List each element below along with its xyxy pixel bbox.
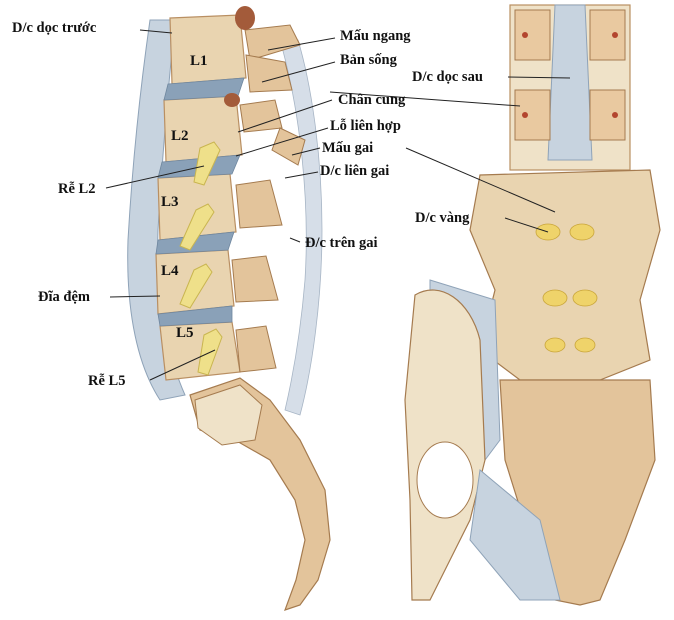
sacrum-cut-surface xyxy=(194,384,263,446)
body-section xyxy=(589,9,626,61)
supraspinous-ligament-band xyxy=(279,39,323,416)
leader-mau-gai-right xyxy=(405,147,556,213)
sacrotuberous-ligament xyxy=(469,469,561,601)
label-chan-cung: Chân cung xyxy=(338,92,406,108)
label-dc-tren-gai: Đ/c trên gai xyxy=(305,235,377,251)
marrow-spot xyxy=(224,93,240,107)
label-dc-vang: D/c vàng xyxy=(415,210,470,226)
level-label-l1: L1 xyxy=(190,53,208,69)
label-dc-doc-sau: D/c dọc sau xyxy=(412,69,483,85)
label-doc-truoc: D/c dọc trước xyxy=(12,20,97,36)
leader-chan-cung xyxy=(237,99,333,133)
leader-dc-lien-gai xyxy=(284,171,319,179)
nerve-root-l2 xyxy=(193,141,221,186)
nerve-root-l3 xyxy=(179,203,215,251)
label-re-l5: Rễ L5 xyxy=(88,373,125,389)
marrow-spot xyxy=(235,6,255,30)
leader-re-l5 xyxy=(149,349,216,381)
label-re-l2: Rễ L2 xyxy=(58,181,95,197)
label-dc-lien-gai: D/c liên gai xyxy=(320,163,389,179)
leader-mau-gai xyxy=(291,147,321,156)
marrow-details xyxy=(224,6,255,107)
marrow-details-right xyxy=(522,32,618,118)
posterior-view xyxy=(404,4,661,606)
posterior-arch-l4 xyxy=(231,255,279,303)
leader-dc-vang xyxy=(504,217,549,233)
level-label-l2: L2 xyxy=(171,128,189,144)
body-section xyxy=(514,89,551,141)
body-section xyxy=(514,9,551,61)
posterior-arch-l3 xyxy=(235,179,283,229)
vertebra-l1-body xyxy=(169,14,247,85)
lamina-l1 xyxy=(245,54,293,93)
body-section xyxy=(589,89,626,141)
leader-lo-lien-hop xyxy=(235,127,329,157)
leader-dia-dem xyxy=(109,295,161,298)
transverse-process-l1 xyxy=(244,24,301,61)
leader-re-l2 xyxy=(105,165,205,189)
leader-mau-ngang xyxy=(267,37,336,51)
disc-l4-l5 xyxy=(157,305,233,327)
anterior-longitudinal-ligament xyxy=(127,19,186,401)
leader-doc-truoc xyxy=(139,29,173,34)
lateral-view xyxy=(127,6,331,611)
posterior-longitudinal-ligament xyxy=(547,4,593,161)
posterior-elements xyxy=(231,24,306,373)
pedicle-l2 xyxy=(239,99,283,133)
label-lo-lien-hop: Lỗ liên hợp xyxy=(330,118,401,134)
leader-dc-doc-sau xyxy=(507,76,571,79)
level-label-l4: L4 xyxy=(161,263,179,279)
posterior-arch-l5 xyxy=(235,325,277,373)
leader-ban-song xyxy=(261,61,336,83)
label-mau-ngang: Mấu ngang xyxy=(340,28,411,44)
label-dia-dem: Đĩa đệm xyxy=(38,289,90,305)
label-ban-song: Bản sống xyxy=(340,52,398,68)
nerve-root-l4 xyxy=(179,263,213,309)
leader-chan-cung-right xyxy=(329,91,521,107)
label-mau-gai: Mấu gai xyxy=(322,140,373,156)
level-label-l3: L3 xyxy=(161,194,179,210)
level-label-l5: L5 xyxy=(176,325,194,341)
vertebral-body-sections xyxy=(514,9,626,141)
labels: D/c dọc trước Mấu ngang Bản sống Chân cu… xyxy=(12,20,483,389)
leader-lines xyxy=(105,29,571,381)
greater-sciatic-notch xyxy=(416,441,474,519)
leader-dc-tren-gai xyxy=(289,237,301,243)
ligamentum-flavum xyxy=(535,223,598,353)
lumbar-posterior-arches xyxy=(469,169,661,381)
